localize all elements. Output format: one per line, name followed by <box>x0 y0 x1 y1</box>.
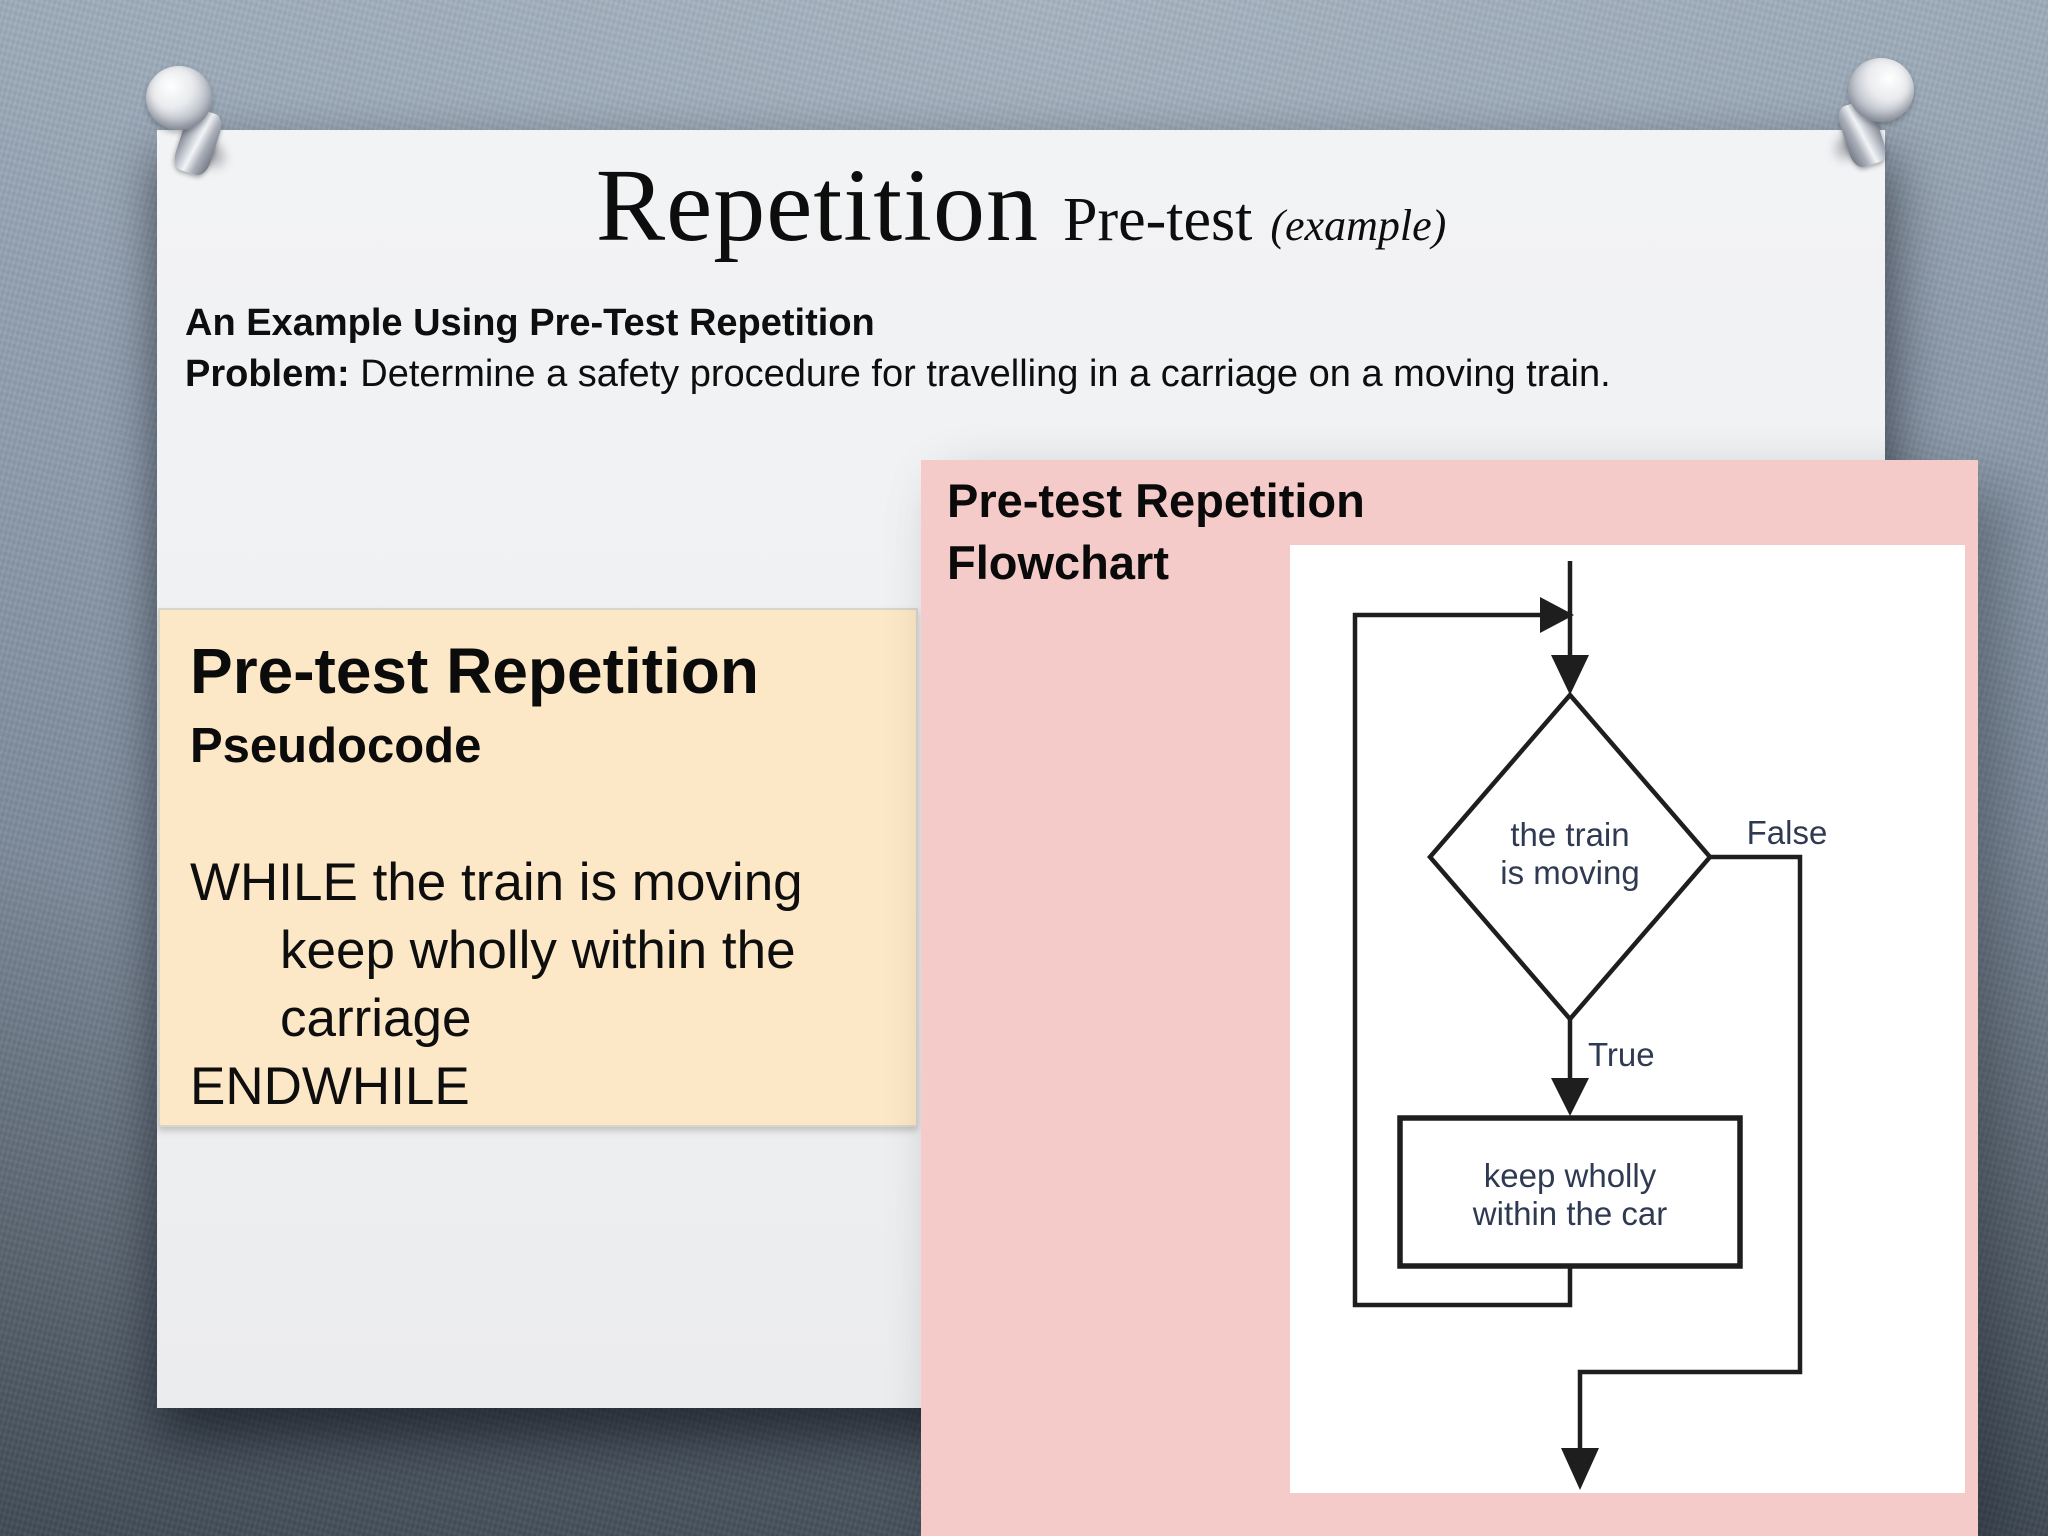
pseudocode-line: WHILE the train is moving <box>190 852 803 912</box>
title-main: Repetition <box>595 148 1039 263</box>
decision-label-line1: the train <box>1510 816 1629 853</box>
intro-heading: An Example Using Pre-Test Repetition <box>185 302 875 344</box>
true-arrowhead-icon <box>1551 1078 1589 1116</box>
false-label: False <box>1747 814 1828 851</box>
pseudocode-listing: WHILE the train is moving keep wholly wi… <box>190 849 886 1121</box>
process-label-line2: within the car <box>1472 1195 1667 1232</box>
pushpin-right <box>1808 58 1922 186</box>
intro-block: An Example Using Pre-Test Repetition Pro… <box>185 298 1611 400</box>
slide-title: Repetition Pre-test (example) <box>157 146 1885 266</box>
title-note: (example) <box>1270 201 1447 250</box>
title-subtitle: Pre-test <box>1062 186 1253 254</box>
pushpin-head <box>146 66 212 130</box>
flowchart-svg: the train is moving False True keep whol… <box>1352 561 1828 1490</box>
pushpin-head <box>1848 58 1914 122</box>
flowchart-heading-line1: Pre-test Repetition <box>947 474 1365 527</box>
process-label-line1: keep wholly <box>1484 1157 1657 1194</box>
intro-problem-line: Problem: Determine a safety procedure fo… <box>185 349 1611 400</box>
flow-loop-path <box>1352 612 1573 1308</box>
flow-entry-arrowhead-icon <box>1551 655 1589 695</box>
pseudocode-heading: Pre-test Repetition <box>190 635 759 707</box>
process-rect <box>1397 1115 1743 1269</box>
problem-text: Determine a safety procedure for travell… <box>360 353 1611 395</box>
flowchart-canvas: the train is moving False True keep whol… <box>1290 545 1965 1493</box>
pseudocode-line: keep wholly within the <box>280 920 796 980</box>
pushpin-left <box>138 66 252 194</box>
false-path <box>1577 854 1803 1452</box>
flowchart-heading-line2: Flowchart <box>947 536 1169 589</box>
exit-arrowhead-icon <box>1561 1448 1599 1490</box>
flowchart-heading: Pre-test Repetition Flowchart <box>947 470 1365 594</box>
decision-label-line2: is moving <box>1500 854 1639 891</box>
pseudocode-subheading: Pseudocode <box>190 719 482 774</box>
flowchart-panel: Pre-test Repetition Flowchart the train … <box>921 460 1978 1536</box>
flow-merge-arrowhead-icon <box>1540 597 1574 633</box>
pseudocode-line: ENDWHILE <box>190 1056 470 1116</box>
true-label: True <box>1588 1036 1655 1073</box>
pseudocode-panel: Pre-test Repetition Pseudocode WHILE the… <box>158 608 918 1127</box>
problem-label: Problem: <box>185 353 350 395</box>
pseudocode-line: carriage <box>280 988 472 1048</box>
